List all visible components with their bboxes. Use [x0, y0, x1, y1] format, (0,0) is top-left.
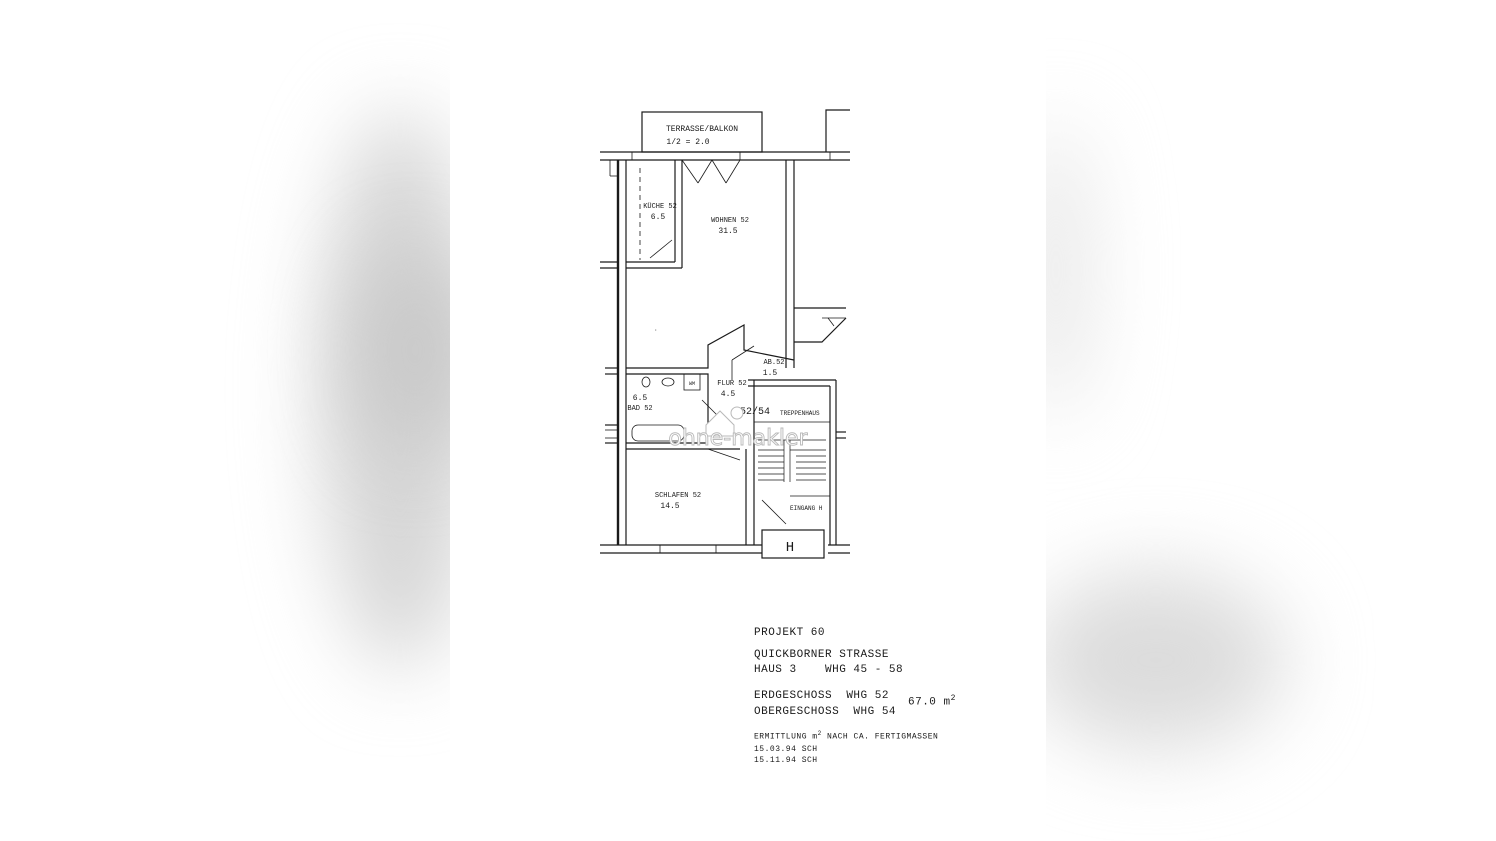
room-name-bathroom: BAD 52: [627, 405, 652, 413]
total-area-value: 67.0 m: [908, 696, 951, 709]
blur-blob: [1046, 120, 1086, 420]
floor-plan-sheet: TERRASSE/BALKON 1/2 = 2.0: [450, 0, 1046, 841]
upper-floor-unit: OBERGESCHOSS WHG 54: [754, 706, 897, 718]
room-name-storage: AB.52: [763, 359, 784, 367]
room-area-terrace: 1/2 = 2.0: [666, 138, 709, 147]
blur-blob: [1046, 570, 1286, 750]
room-bedroom: SCHLAFEN 52 14.5: [655, 412, 755, 545]
blur-blob: [360, 250, 450, 450]
watermark-logo-icon: [705, 406, 744, 437]
area-calculation-note: ERMITTLUNG m2 NACH CA. FERTIGMASSEN: [754, 730, 938, 742]
washing-machine-icon: [683, 373, 701, 391]
room-bathroom: WM 6.5 BAD 52: [626, 373, 740, 450]
room-area-hallway: 4.5: [721, 390, 736, 399]
room-kitchen: KÜCHE 52 6.5: [626, 160, 683, 269]
room-area-kitchen: 6.5: [651, 213, 666, 222]
toilet-icon: [641, 376, 651, 388]
revision-date-2: 15.11.94 SCH: [754, 756, 818, 765]
calc-note-suffix: NACH CA. FERTIGMASSEN: [821, 732, 939, 742]
north-exterior-wall: [600, 151, 850, 161]
room-area-living: 31.5: [718, 227, 737, 236]
room-name-bedroom: SCHLAFEN 52: [655, 492, 701, 500]
floor-plan-drawing: TERRASSE/BALKON 1/2 = 2.0: [600, 109, 850, 559]
east-balcony-stub: [794, 307, 847, 343]
house-marker-label: H: [786, 540, 794, 556]
staircase-label: TREPPENHAUS: [780, 410, 820, 417]
neighbour-wall-stub: [825, 109, 850, 152]
revision-date-1: 15.03.94 SCH: [754, 745, 818, 754]
watermark: ohne-makler: [668, 406, 809, 451]
total-area-unit-exponent: 2: [950, 694, 956, 703]
calc-note-prefix: ERMITTLUNG m: [754, 732, 818, 742]
terrace-balcony: TERRASSE/BALKON 1/2 = 2.0: [641, 111, 763, 153]
room-name-terrace: TERRASSE/BALKON: [666, 125, 738, 134]
room-hallway: AB.52 1.5 FLUR 52 4.5 52/54: [626, 323, 836, 426]
unit-number: 52/54: [740, 406, 770, 418]
left-wall-stubs: [600, 261, 618, 444]
street-name: QUICKBORNER STRASSE: [754, 649, 889, 661]
staircase: TREPPENHAUS: [754, 380, 837, 545]
stair-steps: [758, 439, 826, 482]
living-mark: ·: [654, 327, 658, 334]
watermark-text: ohne-makler: [668, 426, 808, 451]
project-name: PROJEKT 60: [754, 627, 826, 639]
blurred-background-left: [0, 0, 450, 841]
room-area-storage: 1.5: [763, 369, 778, 378]
entrance-house-marker: H: [761, 529, 825, 559]
bathtub-icon: [631, 424, 685, 442]
terrace-door: [681, 159, 741, 184]
blurred-background-right: [1046, 0, 1496, 841]
room-area-bedroom: 14.5: [660, 502, 679, 511]
west-exterior-wall: [609, 160, 627, 545]
ground-floor-unit: ERDGESCHOSS WHG 52: [754, 690, 889, 702]
south-exterior-wall: [600, 544, 850, 554]
room-name-living: WOHNEN 52: [711, 217, 749, 225]
east-exterior-wall: [836, 431, 846, 439]
entrance-label: EINGANG H: [790, 505, 823, 512]
room-name-kitchen: KÜCHE 52: [643, 202, 677, 211]
house-units: HAUS 3 WHG 45 - 58: [754, 664, 904, 676]
washing-machine-label: WM: [689, 381, 695, 387]
room-name-hallway: FLUR 52: [717, 380, 746, 388]
room-area-bathroom: 6.5: [633, 394, 648, 403]
room-living: WOHNEN 52 31.5 ·: [654, 160, 795, 368]
sink-icon: [661, 377, 675, 387]
calc-note-exponent: 2: [817, 730, 822, 737]
total-area: 67.0 m2: [908, 694, 956, 709]
